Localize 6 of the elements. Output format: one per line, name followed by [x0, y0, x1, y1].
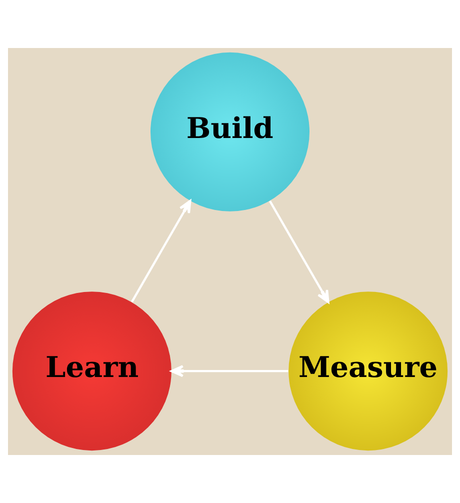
arrow — [268, 200, 330, 304]
node-circle: Learn — [12, 292, 172, 451]
arrow — [170, 365, 288, 378]
node-circle: Measure — [288, 292, 448, 451]
arrow — [130, 200, 192, 302]
node-circle: Build — [150, 52, 310, 212]
